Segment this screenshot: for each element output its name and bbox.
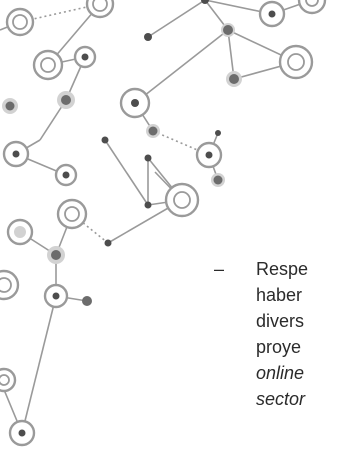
network-nodes: [0, 0, 327, 447]
text-line-4: proye: [256, 337, 302, 357]
text-line-5: online: [256, 363, 305, 383]
text-line-3: divers: [256, 311, 305, 331]
text-line-6: sector: [256, 389, 306, 409]
bullet-dash: –: [214, 259, 225, 279]
bullet-text: Respe haber divers proye online sector: [256, 256, 358, 412]
text-line-2: haber: [256, 285, 303, 305]
text-line-1: Respe: [256, 259, 309, 279]
